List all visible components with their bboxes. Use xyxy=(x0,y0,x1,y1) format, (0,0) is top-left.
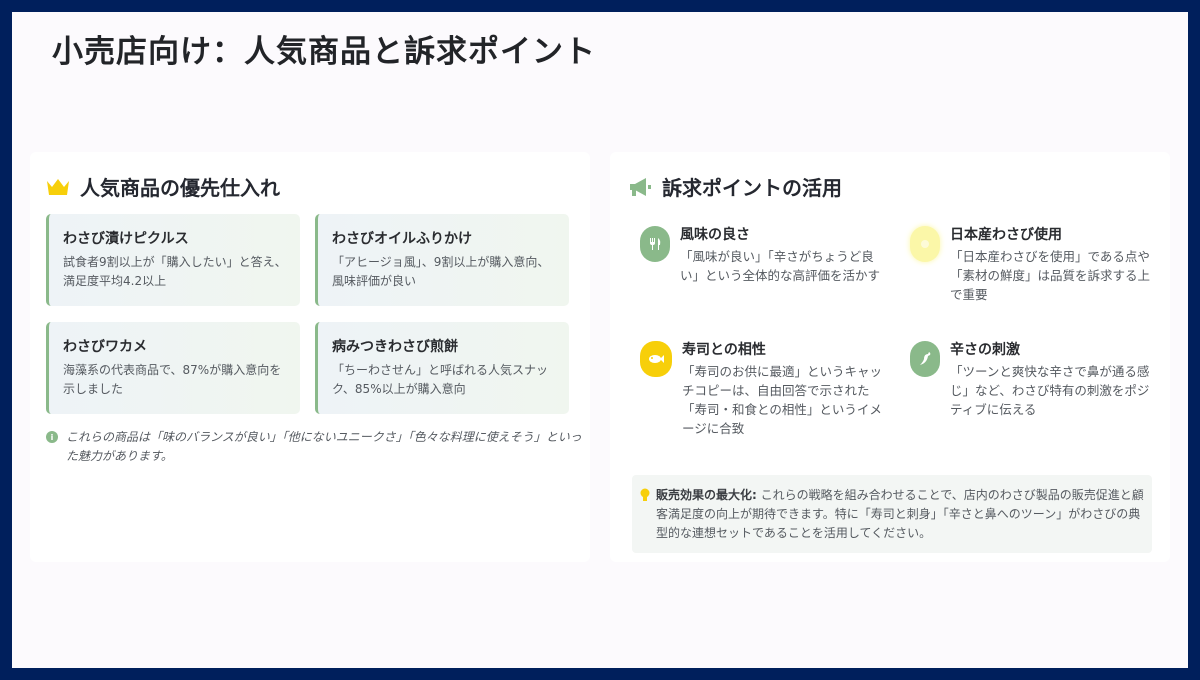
product-description: 「アヒージョ風」、9割以上が購入意向、風味評価が良い xyxy=(332,255,550,288)
section-title-appeal-points: 訴求ポイントの活用 xyxy=(628,172,842,201)
products-note: i これらの商品は「味のバランスが良い」「他にないユニークさ」「色々な料理に使え… xyxy=(46,428,591,466)
tip-text: これらの戦略を組み合わせることで、店内のわさび製品の販売促進と顧客満足度の向上が… xyxy=(656,488,1144,540)
section-title-text: 訴求ポイントの活用 xyxy=(662,176,842,200)
product-name: わさび漬けピクルス xyxy=(63,231,189,247)
appeal-description: 「日本産わさびを使用」である点や「素材の鮮度」は品質を訴求する上で重要 xyxy=(950,249,1151,302)
appeal-item: 辛さの刺激 「ツーンと爽快な辛さで鼻が通る感じ」など、わさび特有の刺激をポジティ… xyxy=(910,339,1160,419)
appeal-points-panel: 訴求ポイントの活用 風味の良さ 「風味が良い」「辛さがちょうど良い」という全体的… xyxy=(610,152,1170,562)
page-title: 小売店向け：人気商品と訴求ポイント xyxy=(52,34,596,70)
lightbulb-icon xyxy=(640,488,650,545)
product-card: わさび漬けピクルス 試食者9割以上が「購入したい」と答え、満足度平均4.2以上 xyxy=(46,214,300,306)
product-name: わさびオイルふりかけ xyxy=(332,231,472,247)
appeal-name: 風味の良さ xyxy=(680,227,750,243)
popular-products-panel: 人気商品の優先仕入れ わさび漬けピクルス 試食者9割以上が「購入したい」と答え、… xyxy=(30,152,590,562)
appeal-description: 「ツーンと爽快な辛さで鼻が通る感じ」など、わさび特有の刺激をポジティブに伝える xyxy=(950,364,1150,417)
product-card: わさびワカメ 海藻系の代表商品で、87%が購入意向を示しました xyxy=(46,322,300,414)
appeal-description: 「風味が良い」「辛さがちょうど良い」という全体的な高評価を活かす xyxy=(680,249,881,283)
product-description: 試食者9割以上が「購入したい」と答え、満足度平均4.2以上 xyxy=(63,255,287,288)
product-card: わさびオイルふりかけ 「アヒージョ風」、9割以上が購入意向、風味評価が良い xyxy=(315,214,569,306)
appeal-item: 日本産わさび使用 「日本産わさびを使用」である点や「素材の鮮度」は品質を訴求する… xyxy=(910,224,1160,304)
section-title-text: 人気商品の優先仕入れ xyxy=(80,176,280,200)
product-description: 海藻系の代表商品で、87%が購入意向を示しました xyxy=(63,363,282,396)
section-title-popular-products: 人気商品の優先仕入れ xyxy=(46,172,280,201)
slide: 小売店向け：人気商品と訴求ポイント 人気商品の優先仕入れ わさび漬けピクルス 試… xyxy=(12,12,1188,668)
product-description: 「ちーわさせん」と呼ばれる人気スナック、85%以上が購入意向 xyxy=(332,363,549,396)
sales-tip-box: 販売効果の最大化: これらの戦略を組み合わせることで、店内のわさび製品の販売促進… xyxy=(632,475,1152,553)
appeal-name: 辛さの刺激 xyxy=(950,342,1020,358)
leaf-icon xyxy=(910,226,940,262)
product-name: わさびワカメ xyxy=(63,339,147,355)
info-icon: i xyxy=(46,431,58,443)
appeal-item: 風味の良さ 「風味が良い」「辛さがちょうど良い」という全体的な高評価を活かす xyxy=(640,224,890,285)
tip-content: 販売効果の最大化: これらの戦略を組み合わせることで、店内のわさび製品の販売促進… xyxy=(656,486,1146,545)
note-text: これらの商品は「味のバランスが良い」「他にないユニークさ」「色々な料理に使えそう… xyxy=(66,430,582,463)
product-card: 病みつきわさび煎餅 「ちーわさせん」と呼ばれる人気スナック、85%以上が購入意向 xyxy=(315,322,569,414)
fish-icon xyxy=(640,341,672,377)
pepper-icon xyxy=(910,341,940,377)
product-name: 病みつきわさび煎餅 xyxy=(332,339,458,355)
crown-icon xyxy=(46,178,70,196)
tip-label: 販売効果の最大化: xyxy=(656,488,757,502)
appeal-name: 日本産わさび使用 xyxy=(950,227,1062,243)
appeal-name: 寿司との相性 xyxy=(682,342,766,358)
appeal-description: 「寿司のお供に最適」というキャッチコピーは、自由回答で示された「寿司・和食との相… xyxy=(682,364,883,436)
megaphone-icon xyxy=(628,177,652,197)
utensils-icon xyxy=(640,226,670,262)
appeal-item: 寿司との相性 「寿司のお供に最適」というキャッチコピーは、自由回答で示された「寿… xyxy=(640,339,890,438)
